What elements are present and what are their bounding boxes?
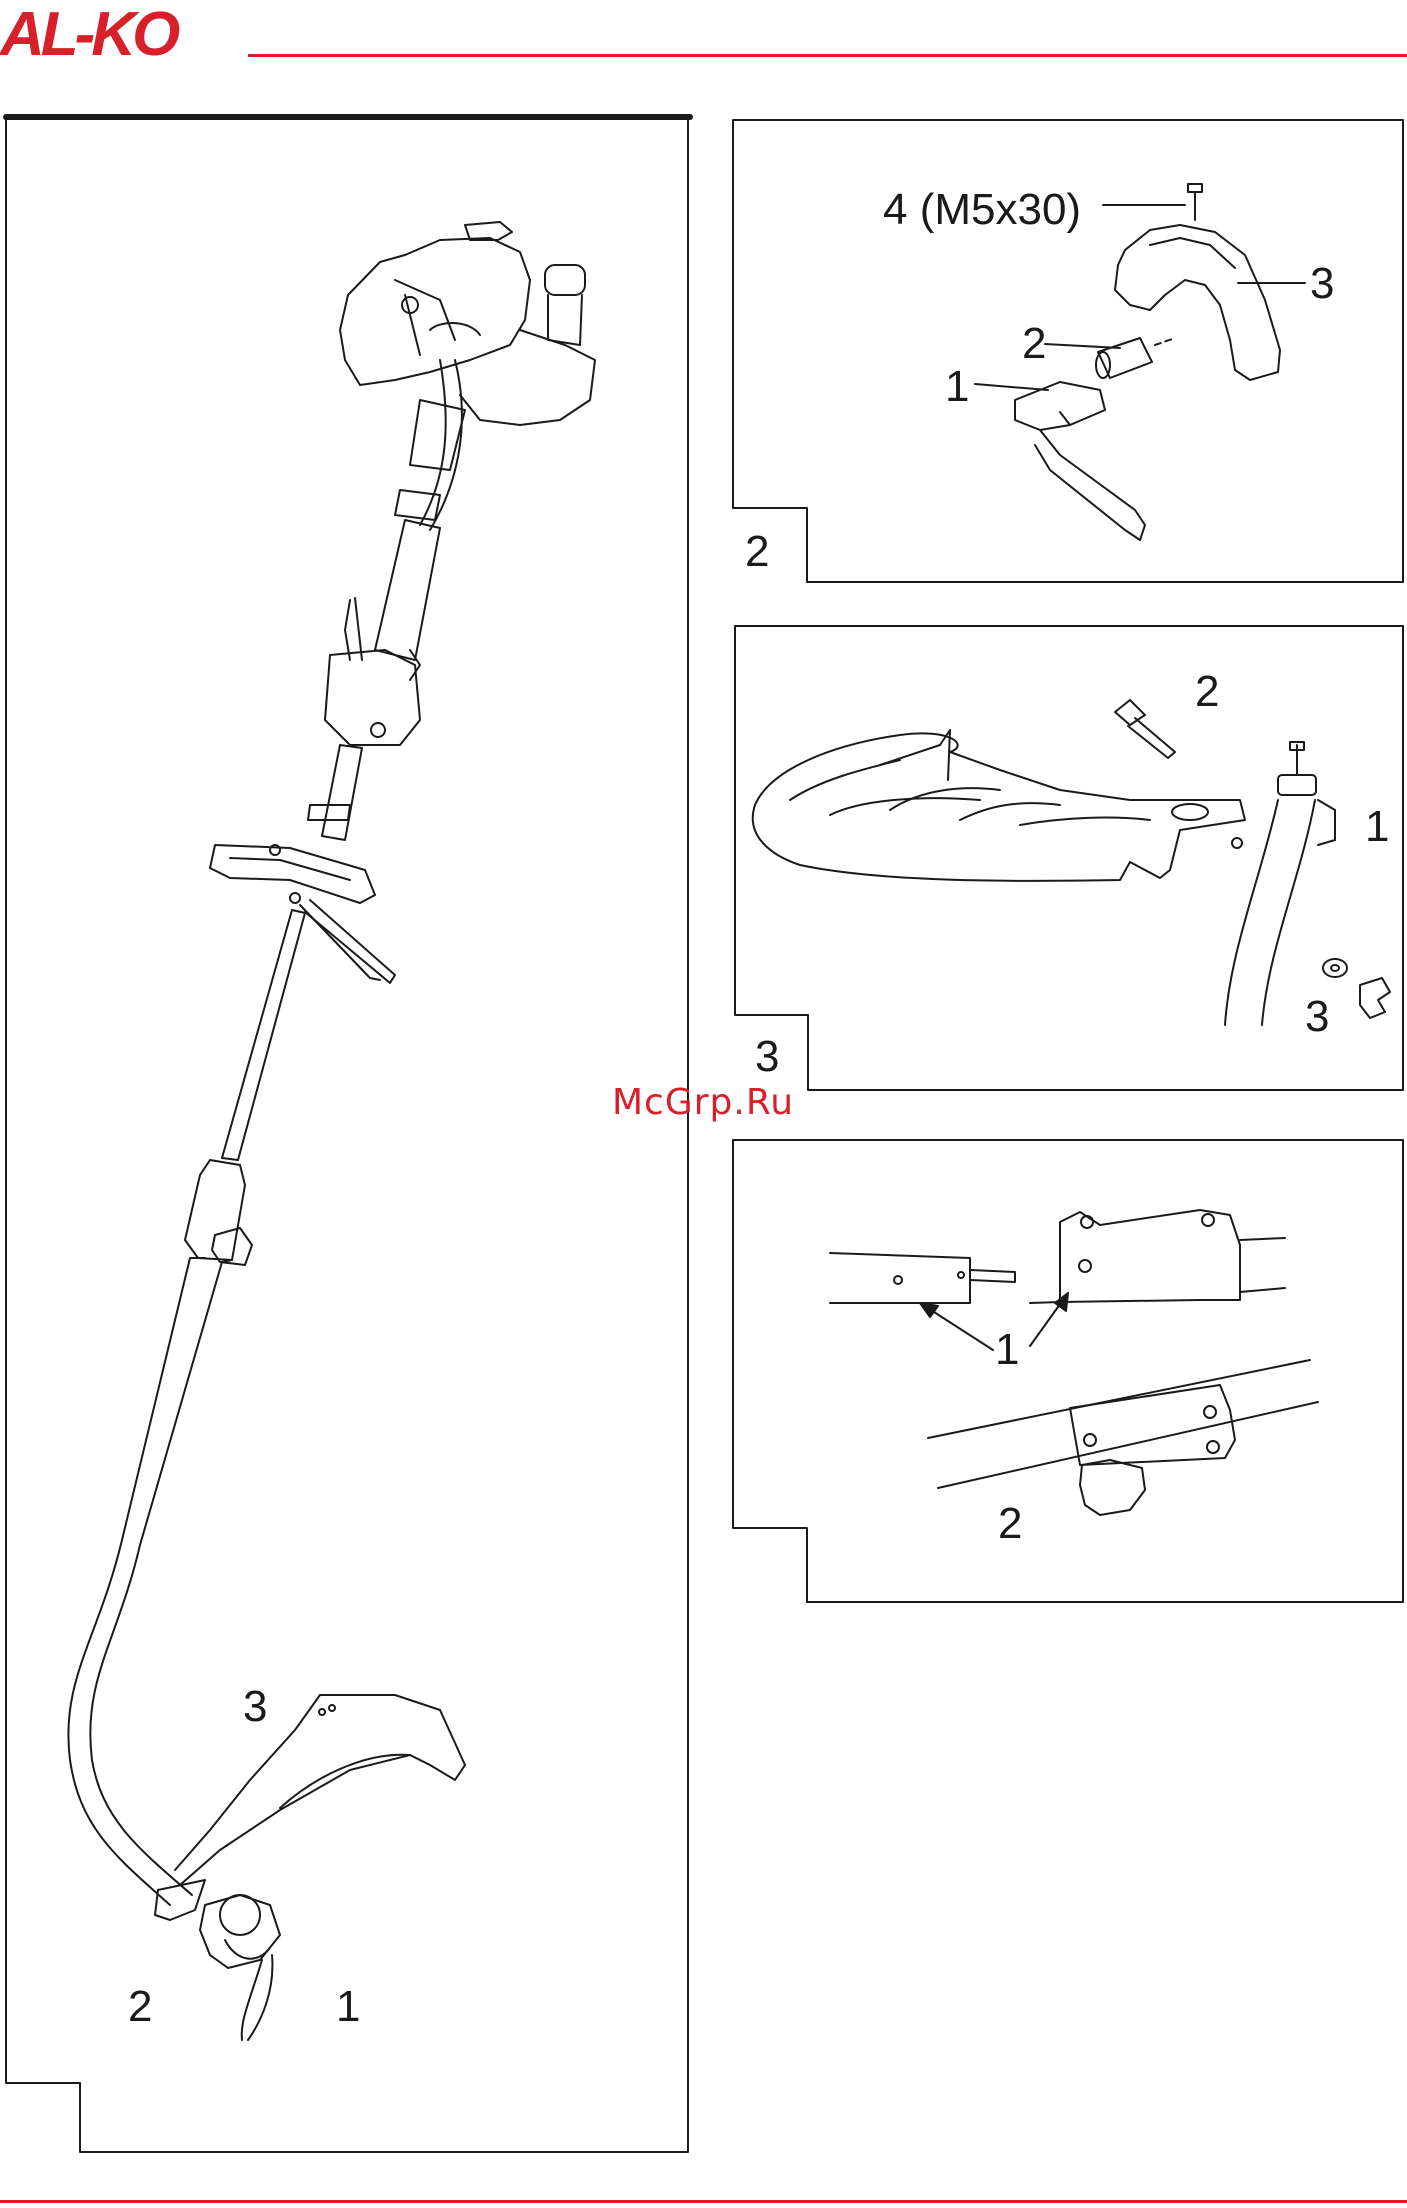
panel-3-label-bolt: 2 — [1195, 670, 1219, 714]
main-label-deflector: 3 — [243, 1685, 267, 1729]
panel-2-label-sleeve: 2 — [1022, 322, 1046, 366]
panel-3-figure-number: 3 — [755, 1035, 779, 1079]
panel-3-frame — [735, 626, 1403, 1090]
shaft-coupling-illustration — [830, 1210, 1318, 1515]
panel-2-label-screw: 4 (M5x30) — [883, 188, 1081, 232]
panel-4-label-coupling: 1 — [995, 1328, 1019, 1372]
main-label-bracket: 2 — [128, 1985, 152, 2029]
panel-2-label-grip: 3 — [1310, 262, 1334, 306]
panel-2-figure-number: 2 — [745, 530, 769, 574]
guard-mount-illustration — [753, 700, 1390, 1025]
site-watermark: McGrp.Ru — [612, 1082, 794, 1123]
main-label-spool: 1 — [336, 1985, 360, 2029]
panel-3-label-nut-washer: 3 — [1305, 995, 1329, 1039]
panel-3-label-shaft: 1 — [1365, 805, 1389, 849]
panel-4-label-knob: 2 — [998, 1502, 1022, 1546]
panel-2-label-clamp: 1 — [945, 365, 969, 409]
panel-4-frame — [733, 1140, 1403, 1602]
brush-cutter-illustration — [68, 222, 595, 2040]
